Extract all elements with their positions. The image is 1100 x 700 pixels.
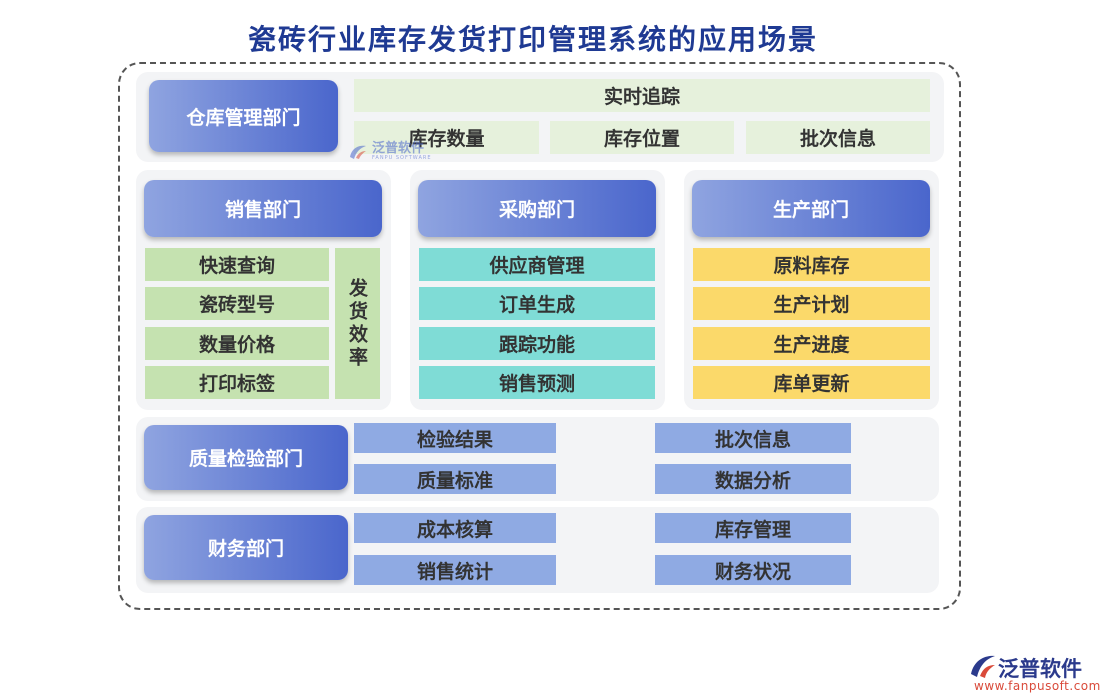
quality-item-standard: 质量标准 [354, 464, 556, 494]
production-item-material: 原料库存 [693, 248, 930, 281]
brand-name: 泛普软件 [998, 657, 1082, 681]
sales-item-quick-query: 快速查询 [145, 248, 329, 281]
finance-item-sales-stats: 销售统计 [354, 555, 556, 585]
production-item-plan: 生产计划 [693, 287, 930, 320]
quality-item-result: 检验结果 [354, 423, 556, 453]
brand-logo: 泛普软件 www.fanpusoft.com [968, 652, 1100, 696]
finance-item-status: 财务状况 [655, 555, 851, 585]
realtime-tracking-box: 实时追踪 [354, 79, 930, 112]
purchase-item-forecast: 销售预测 [419, 366, 655, 399]
production-item-update: 库单更新 [693, 366, 930, 399]
finance-dept-box: 财务部门 [144, 515, 348, 580]
quality-dept-box: 质量检验部门 [144, 425, 348, 490]
production-dept-box: 生产部门 [692, 180, 930, 237]
quality-item-analysis: 数据分析 [655, 464, 851, 494]
finance-item-inventory: 库存管理 [655, 513, 851, 543]
warehouse-item-quantity: 库存数量 [354, 121, 539, 154]
purchase-item-order: 订单生成 [419, 287, 655, 320]
warehouse-dept-box: 仓库管理部门 [149, 80, 338, 152]
watermark-icon [350, 145, 366, 159]
purchase-item-supplier: 供应商管理 [419, 248, 655, 281]
production-item-progress: 生产进度 [693, 327, 930, 360]
fanpu-logo-icon [971, 655, 995, 678]
watermark-logo: 泛普软件 FANPU SOFTWARE [348, 142, 432, 161]
brand-url: www.fanpusoft.com [974, 679, 1100, 693]
watermark-text: 泛普软件 [372, 141, 425, 156]
sales-shipping-efficiency: 发货效率 [335, 248, 380, 399]
sales-dept-box: 销售部门 [144, 180, 382, 237]
sales-item-tile-model: 瓷砖型号 [145, 287, 329, 320]
warehouse-item-batch: 批次信息 [746, 121, 930, 154]
finance-item-cost: 成本核算 [354, 513, 556, 543]
diagram-frame [118, 62, 961, 610]
page-title: 瓷砖行业库存发货打印管理系统的应用场景 [247, 23, 818, 56]
sales-item-print-label: 打印标签 [145, 366, 329, 399]
purchase-item-tracking: 跟踪功能 [419, 327, 655, 360]
purchase-dept-box: 采购部门 [418, 180, 656, 237]
watermark-sub: FANPU SOFTWARE [372, 155, 432, 161]
warehouse-item-location: 库存位置 [550, 121, 734, 154]
sales-item-quantity-price: 数量价格 [145, 327, 329, 360]
quality-item-batch: 批次信息 [655, 423, 851, 453]
